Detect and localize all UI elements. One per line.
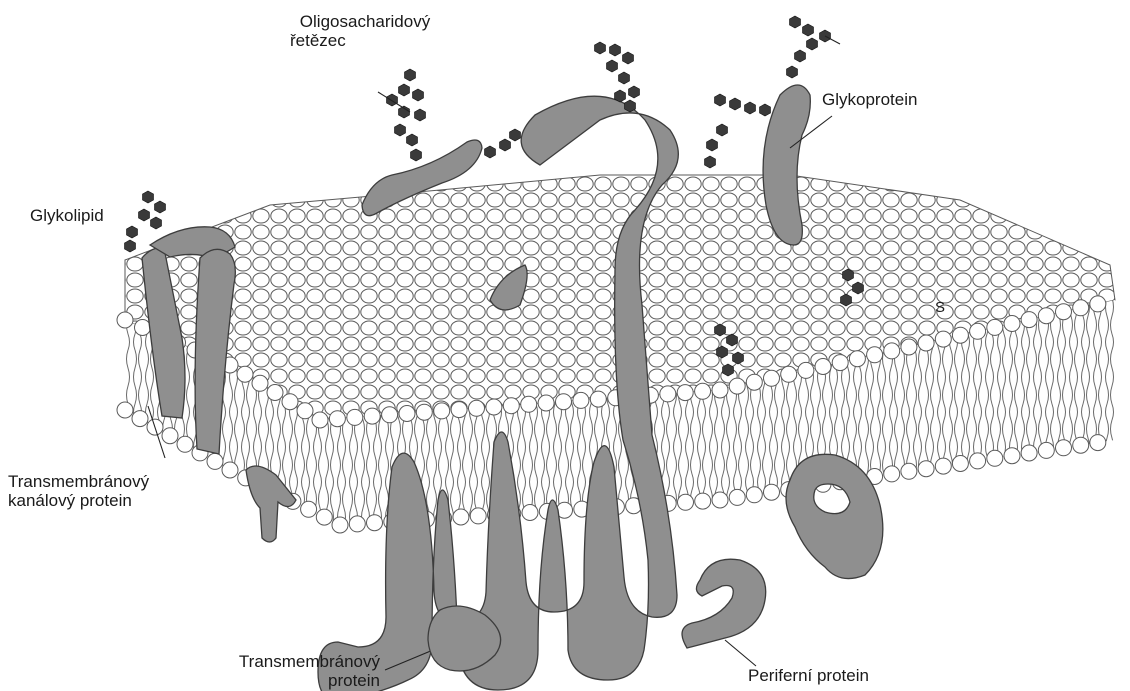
lipid-head	[117, 312, 133, 328]
lipid-head	[1090, 296, 1106, 312]
transmembrane-protein-label-line1: Transmembránový	[180, 652, 380, 671]
lipid-head	[695, 383, 711, 399]
transmembrane-protein-label: Transmembránový protein	[180, 652, 380, 690]
lipid-head	[349, 516, 365, 532]
lipid-head	[1073, 300, 1089, 316]
lipid-head	[132, 411, 148, 427]
lipid-head	[952, 327, 968, 343]
lipid-head	[237, 366, 253, 382]
glycoprotein-label: Glykoprotein	[822, 90, 917, 109]
lipid-head	[486, 399, 502, 415]
lipid-head	[695, 493, 711, 509]
lipid-head	[469, 400, 485, 416]
lipid-head	[364, 408, 380, 424]
lipid-head	[935, 331, 951, 347]
lipid-head	[1038, 308, 1054, 324]
lipid-head	[382, 407, 398, 423]
lipid-head	[884, 343, 900, 359]
lipid-head	[522, 505, 538, 521]
lipid-head	[538, 395, 554, 411]
lipid-head	[677, 385, 693, 401]
lipid-head	[1056, 440, 1072, 456]
transmembrane-channel-protein-label-line1: Transmembránový	[8, 472, 149, 491]
lipid-head	[781, 366, 797, 382]
peripheral-protein	[682, 559, 766, 648]
lipid-head	[1021, 312, 1037, 328]
lipid-head	[867, 347, 883, 363]
lipid-head	[117, 402, 133, 418]
lipid-head	[935, 458, 951, 474]
lipid-head	[521, 396, 537, 412]
lipid-head	[798, 362, 814, 378]
lipid-head	[503, 398, 519, 414]
lipid-head	[222, 462, 238, 478]
lipid-head	[329, 411, 345, 427]
lipid-head	[746, 374, 762, 390]
lipid-head	[556, 394, 572, 410]
transmembrane-protein-label-line2: protein	[180, 671, 380, 690]
lipid-head	[884, 466, 900, 482]
lipid-head	[316, 509, 332, 525]
lipid-head	[849, 351, 865, 367]
lipid-head	[815, 359, 831, 375]
glycolipid-label: Glykolipid	[30, 206, 104, 225]
lipid-head	[987, 319, 1003, 335]
lipid-head	[162, 428, 178, 444]
lipid-head	[764, 370, 780, 386]
lipid-head	[399, 406, 415, 422]
lipid-head	[729, 489, 745, 505]
lipid-head	[252, 375, 268, 391]
lipid-head	[746, 487, 762, 503]
lipid-head	[970, 323, 986, 339]
lipid-head	[729, 378, 745, 394]
lipid-head	[832, 355, 848, 371]
lipid-head	[207, 453, 223, 469]
peripheral-protein-label: Periferní protein	[748, 666, 869, 685]
oligosaccharide-chain-label: Oligosacharidový řetězec	[290, 12, 440, 50]
lipid-head	[901, 463, 917, 479]
lipid-head	[1056, 304, 1072, 320]
lipid-head	[901, 339, 917, 355]
lipid-head	[1004, 448, 1020, 464]
lipid-head	[416, 404, 432, 420]
lipid-head	[453, 509, 469, 525]
lipid-head	[764, 484, 780, 500]
lipid-head	[434, 403, 450, 419]
lipid-head	[135, 320, 151, 336]
lipid-head	[367, 515, 383, 531]
lipid-head	[987, 450, 1003, 466]
transmembrane-channel-protein-label: Transmembránový kanálový protein	[8, 472, 149, 510]
lipid-head	[332, 517, 348, 533]
transmembrane-channel-protein-label-line2: kanálový protein	[8, 491, 149, 510]
lipid-head	[712, 492, 728, 508]
lipid-head	[451, 402, 467, 418]
lipid-head	[1004, 316, 1020, 332]
lipid-head	[590, 391, 606, 407]
lipid-head	[297, 403, 313, 419]
lipid-head	[573, 392, 589, 408]
lipid-head	[712, 382, 728, 398]
lipid-head	[177, 436, 193, 452]
lipid-head	[1038, 442, 1054, 458]
s-marker-label: S	[935, 298, 945, 317]
lipid-head	[267, 385, 283, 401]
lipid-head	[1073, 437, 1089, 453]
lipid-head	[347, 409, 363, 425]
lipid-head	[470, 508, 486, 524]
lipid-head	[1090, 435, 1106, 451]
lipid-head	[918, 461, 934, 477]
lipid-head	[970, 453, 986, 469]
lipid-head	[312, 412, 328, 428]
lipid-head	[918, 335, 934, 351]
oligosaccharide-chain-label-line1: Oligosacharidový	[290, 12, 440, 31]
lipid-head	[952, 456, 968, 472]
lipid-head	[282, 394, 298, 410]
lipid-head	[660, 386, 676, 402]
lipid-head	[1021, 445, 1037, 461]
lipid-head	[678, 494, 694, 510]
lipid-head	[301, 501, 317, 517]
oligosaccharide-chain-label-line2: řetězec	[290, 31, 440, 50]
